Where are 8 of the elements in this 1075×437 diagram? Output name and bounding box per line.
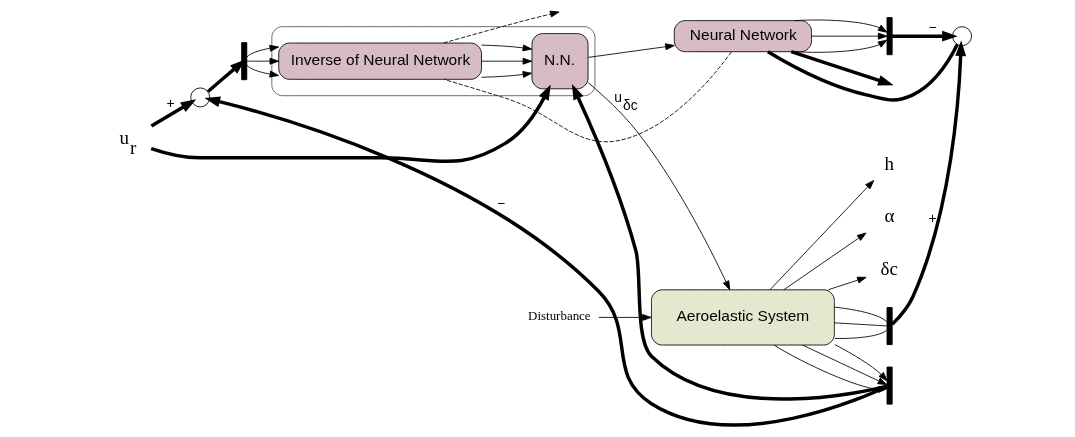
edge-label: + [166, 96, 175, 112]
node-text: Disturbance [527, 308, 591, 324]
node-text: h [883, 152, 894, 174]
edge-label: − [496, 195, 505, 211]
edge-label: + [927, 211, 936, 227]
node-text: δc [880, 257, 898, 279]
edge-label: − [927, 19, 936, 35]
node-text: α [883, 205, 894, 227]
